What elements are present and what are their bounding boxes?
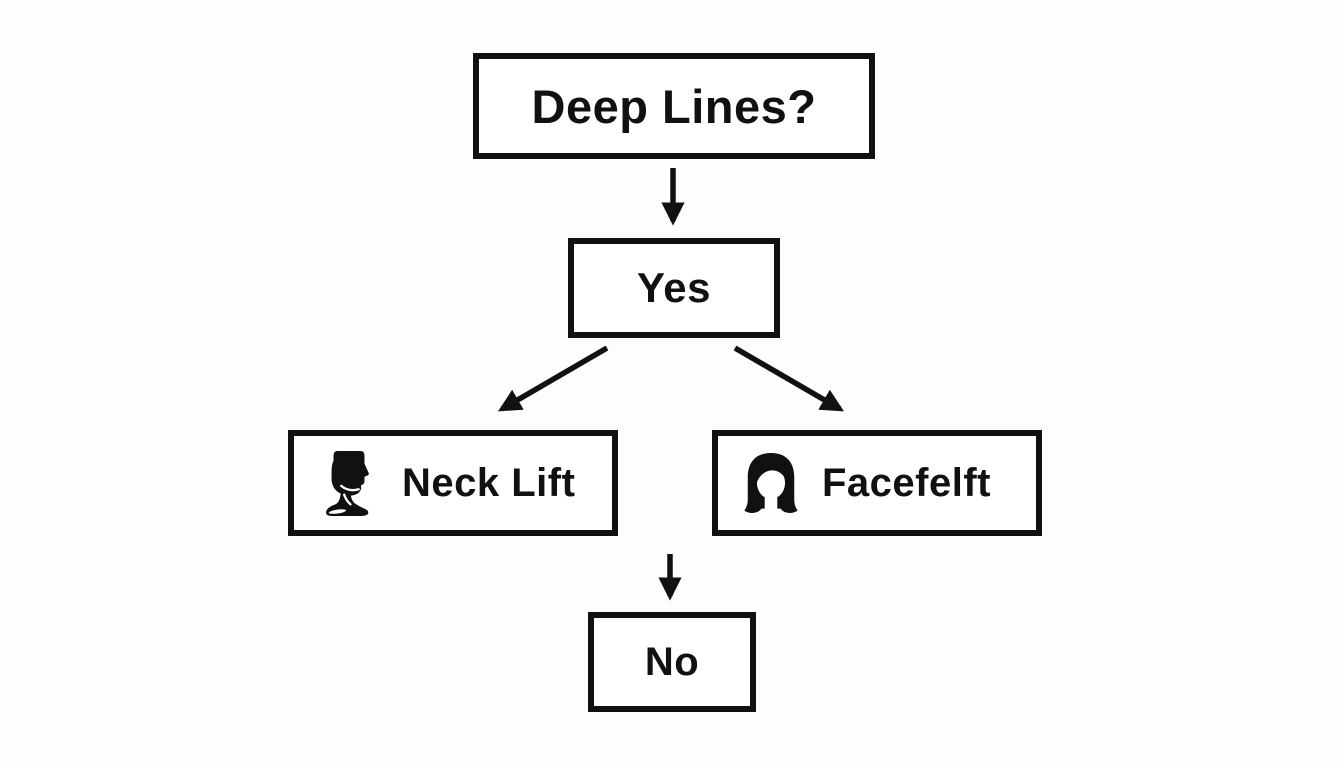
node-facelift: Facefelft (712, 430, 1042, 536)
node-no-label: No (644, 639, 700, 684)
edge-yes-to-facelift (733, 345, 844, 412)
node-yes-label: Yes (637, 264, 711, 311)
node-neck-lift-label: Neck Lift (402, 460, 576, 505)
node-yes: Yes (568, 238, 780, 338)
node-deep-lines: Deep Lines? (473, 53, 875, 159)
node-neck-lift: Neck Lift (288, 430, 618, 536)
node-deep-lines-label: Deep Lines? (531, 79, 817, 133)
edge-yes-to-necklift (498, 345, 609, 412)
woman-face-icon (744, 452, 798, 514)
neck-profile-icon (325, 451, 369, 516)
node-no: No (588, 612, 756, 712)
node-facelift-label: Facefelft (822, 460, 991, 505)
